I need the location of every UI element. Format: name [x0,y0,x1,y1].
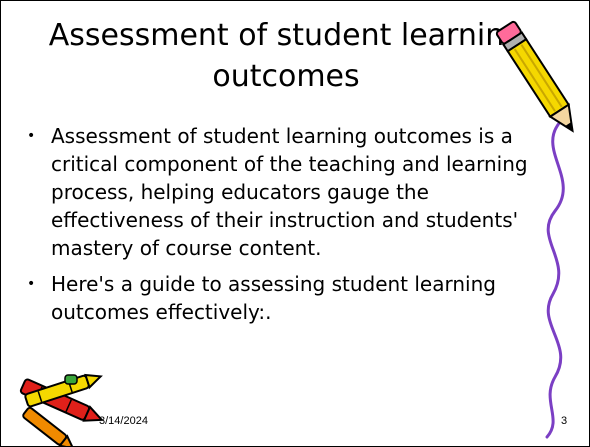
pencil-clipart-icon [495,20,574,133]
purple-curved-line [545,119,565,439]
bullet-text: Assessment of student learning outcomes … [51,124,528,260]
bullet-item: • Here's a guide to assessing student le… [27,270,537,326]
bullet-dot-icon: • [27,128,36,144]
bullet-text: Here's a guide to assessing student lear… [51,272,496,324]
slide-number: 3 [561,415,568,427]
bullet-list: • Assessment of student learning outcome… [27,122,537,334]
footer-date: 3/14/2024 [99,415,148,427]
bullet-item: • Assessment of student learning outcome… [27,122,537,262]
crayons-clipart-icon [19,373,104,446]
bullet-dot-icon: • [27,276,36,292]
slide-title: Assessment of student learning outcomes [48,18,524,94]
